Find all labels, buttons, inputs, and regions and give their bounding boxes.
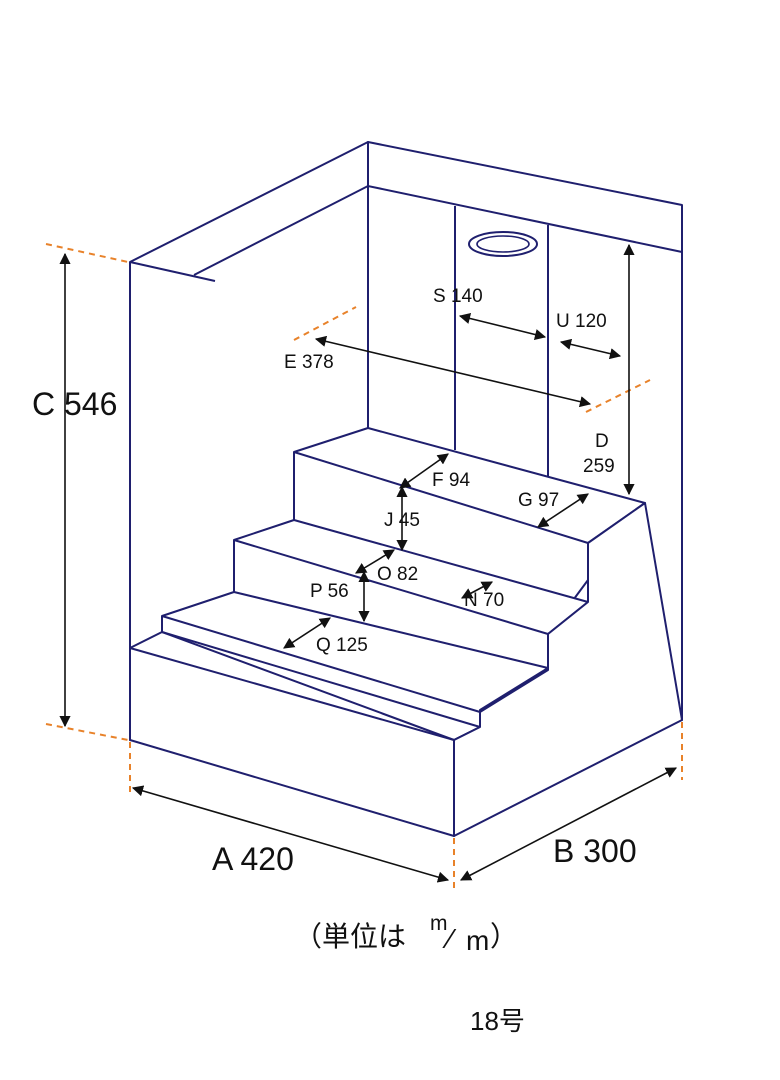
arrow-O [355, 549, 395, 574]
unit-note: （単位は m ⁄ m ） [294, 912, 518, 956]
arrow-G [537, 493, 589, 528]
arrow-B [460, 767, 677, 881]
unit-note-denominator: m [466, 925, 489, 956]
arrow-Q [283, 617, 331, 649]
arrow-F [399, 453, 449, 489]
steps [129, 427, 683, 837]
arrow-A [131, 785, 450, 883]
label-D-letter: D [595, 431, 609, 452]
unit-note-numerator: m [430, 912, 448, 935]
label-Q: Q 125 [316, 635, 368, 656]
label-P: P 56 [310, 581, 349, 602]
label-D-value: 259 [583, 456, 615, 477]
dimension-labels: C 546 A 420 B 300 S 140 U 120 E 378 D 25… [32, 286, 637, 877]
dimension-arrows [59, 243, 677, 883]
overflow-ring-icon [468, 231, 538, 257]
label-O: O 82 [377, 564, 418, 585]
arrow-N [461, 581, 493, 599]
label-J: J 45 [384, 510, 420, 531]
label-N: N 70 [464, 590, 504, 611]
label-B: B 300 [553, 833, 637, 869]
arrow-S [458, 312, 547, 341]
unit-note-suffix: ） [490, 921, 518, 952]
label-G: G 97 [518, 490, 559, 511]
unit-note-prefix: （単位は [294, 921, 406, 952]
label-S: S 140 [433, 286, 483, 307]
label-U: U 120 [556, 311, 607, 332]
label-E: E 378 [284, 352, 334, 373]
arrow-U [559, 338, 622, 360]
label-F: F 94 [432, 470, 470, 491]
arrow-E [314, 335, 592, 408]
label-C: C 546 [32, 386, 117, 422]
page-label: 18号 [470, 1006, 525, 1036]
label-A: A 420 [212, 841, 294, 877]
